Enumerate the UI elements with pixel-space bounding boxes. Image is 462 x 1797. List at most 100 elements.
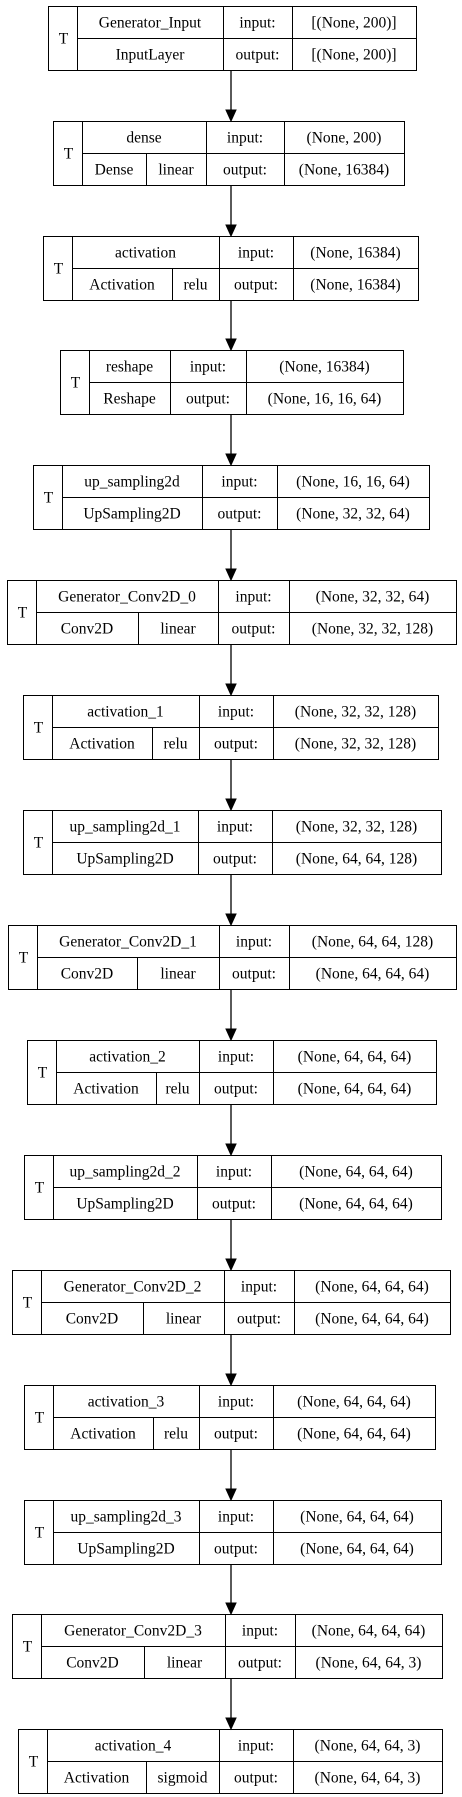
trainable-flag: T bbox=[23, 1295, 33, 1312]
output-label: output: bbox=[232, 966, 276, 983]
input-label: input: bbox=[218, 1509, 254, 1526]
input-label: input: bbox=[227, 130, 263, 147]
layer-type: Activation bbox=[89, 277, 155, 294]
layer-type: UpSampling2D bbox=[83, 506, 180, 523]
output-label: output: bbox=[213, 851, 257, 868]
input-label: input: bbox=[218, 704, 254, 721]
input-shape: (None, 32, 32, 128) bbox=[295, 704, 416, 721]
layer-type: Conv2D bbox=[61, 621, 114, 638]
layer-name: up_sampling2d_1 bbox=[69, 819, 180, 836]
arrowhead bbox=[225, 1143, 237, 1157]
layer-name: up_sampling2d bbox=[84, 474, 180, 491]
layer-type: Conv2D bbox=[61, 966, 114, 983]
output-label: output: bbox=[238, 1655, 282, 1672]
output-shape: (None, 16, 16, 64) bbox=[268, 391, 382, 408]
trainable-flag: T bbox=[29, 1754, 39, 1771]
arrowhead bbox=[225, 798, 237, 812]
arrowhead bbox=[225, 109, 237, 123]
output-label: output: bbox=[214, 1081, 258, 1098]
trainable-flag: T bbox=[54, 261, 64, 278]
output-shape: (None, 64, 64, 64) bbox=[300, 1541, 414, 1558]
layer-name: activation_2 bbox=[89, 1049, 166, 1066]
layer-type: Activation bbox=[73, 1081, 139, 1098]
layer-activation: linear bbox=[158, 162, 194, 179]
output-shape: (None, 64, 64, 64) bbox=[298, 1081, 412, 1098]
arrowhead bbox=[225, 1028, 237, 1042]
output-label: output: bbox=[214, 1426, 258, 1443]
layer-type: Activation bbox=[69, 736, 135, 753]
input-shape: (None, 64, 64, 64) bbox=[300, 1509, 414, 1526]
input-label: input: bbox=[190, 359, 226, 376]
input-shape: (None, 64, 64, 64) bbox=[298, 1049, 412, 1066]
input-shape: (None, 32, 32, 64) bbox=[316, 589, 430, 606]
input-label: input: bbox=[236, 934, 272, 951]
output-shape: (None, 64, 64, 64) bbox=[316, 966, 430, 983]
layer-activation: linear bbox=[167, 1655, 203, 1672]
trainable-flag: T bbox=[23, 1639, 33, 1656]
layer-activation: relu bbox=[165, 1081, 189, 1098]
layer-name: Generator_Input bbox=[99, 15, 202, 32]
layer-type: InputLayer bbox=[116, 47, 186, 64]
output-label: output: bbox=[214, 1541, 258, 1558]
layer-activation: sigmoid bbox=[158, 1770, 208, 1787]
output-shape: (None, 64, 64, 64) bbox=[297, 1426, 411, 1443]
output-shape: (None, 64, 64, 64) bbox=[315, 1311, 429, 1328]
layer-name: activation_3 bbox=[88, 1394, 165, 1411]
input-label: input: bbox=[218, 1049, 254, 1066]
output-shape: [(None, 200)] bbox=[311, 47, 396, 64]
output-shape: (None, 64, 64, 64) bbox=[299, 1196, 413, 1213]
output-label: output: bbox=[234, 1770, 278, 1787]
arrowhead bbox=[225, 453, 237, 467]
input-shape: (None, 64, 64, 3) bbox=[315, 1738, 421, 1755]
output-shape: (None, 32, 32, 128) bbox=[312, 621, 433, 638]
input-label: input: bbox=[216, 1164, 252, 1181]
layer-activation: relu bbox=[163, 736, 187, 753]
output-shape: (None, 64, 64, 3) bbox=[315, 1770, 421, 1787]
layer-node-up-sampling2d-1: Tup_sampling2d_1UpSampling2Dinput:output… bbox=[23, 810, 442, 875]
trainable-flag: T bbox=[19, 950, 29, 967]
trainable-flag: T bbox=[34, 835, 44, 852]
input-shape: (None, 64, 64, 128) bbox=[312, 934, 433, 951]
input-shape: (None, 16384) bbox=[310, 245, 400, 262]
input-shape: (None, 16, 16, 64) bbox=[296, 474, 410, 491]
input-shape: (None, 32, 32, 128) bbox=[296, 819, 417, 836]
output-label: output: bbox=[236, 47, 280, 64]
arrowhead bbox=[225, 683, 237, 697]
layer-type: Activation bbox=[70, 1426, 136, 1443]
layer-name: up_sampling2d_2 bbox=[69, 1164, 180, 1181]
layer-name: Generator_Conv2D_0 bbox=[58, 589, 196, 606]
output-label: output: bbox=[237, 1311, 281, 1328]
arrowhead bbox=[225, 1373, 237, 1387]
trainable-flag: T bbox=[38, 1065, 48, 1082]
arrowhead bbox=[225, 1717, 237, 1731]
arrowhead bbox=[225, 224, 237, 238]
layer-name: dense bbox=[126, 130, 161, 147]
input-label: input: bbox=[235, 589, 271, 606]
trainable-flag: T bbox=[44, 490, 54, 507]
layer-name: reshape bbox=[106, 359, 153, 376]
input-label: input: bbox=[238, 245, 274, 262]
output-shape: (None, 64, 64, 3) bbox=[316, 1655, 422, 1672]
arrowhead bbox=[225, 1488, 237, 1502]
layer-type: Activation bbox=[64, 1770, 130, 1787]
input-label: input: bbox=[221, 474, 257, 491]
layer-name: Generator_Conv2D_2 bbox=[64, 1279, 202, 1296]
output-shape: (None, 16384) bbox=[310, 277, 400, 294]
trainable-flag: T bbox=[35, 1410, 45, 1427]
layer-name: Generator_Conv2D_1 bbox=[59, 934, 197, 951]
trainable-flag: T bbox=[35, 1180, 45, 1197]
layer-node-up-sampling2d-2: Tup_sampling2d_2UpSampling2Dinput:output… bbox=[24, 1155, 442, 1220]
layer-type: UpSampling2D bbox=[76, 851, 173, 868]
input-shape: (None, 200) bbox=[307, 130, 382, 147]
layer-type: Reshape bbox=[103, 391, 156, 408]
